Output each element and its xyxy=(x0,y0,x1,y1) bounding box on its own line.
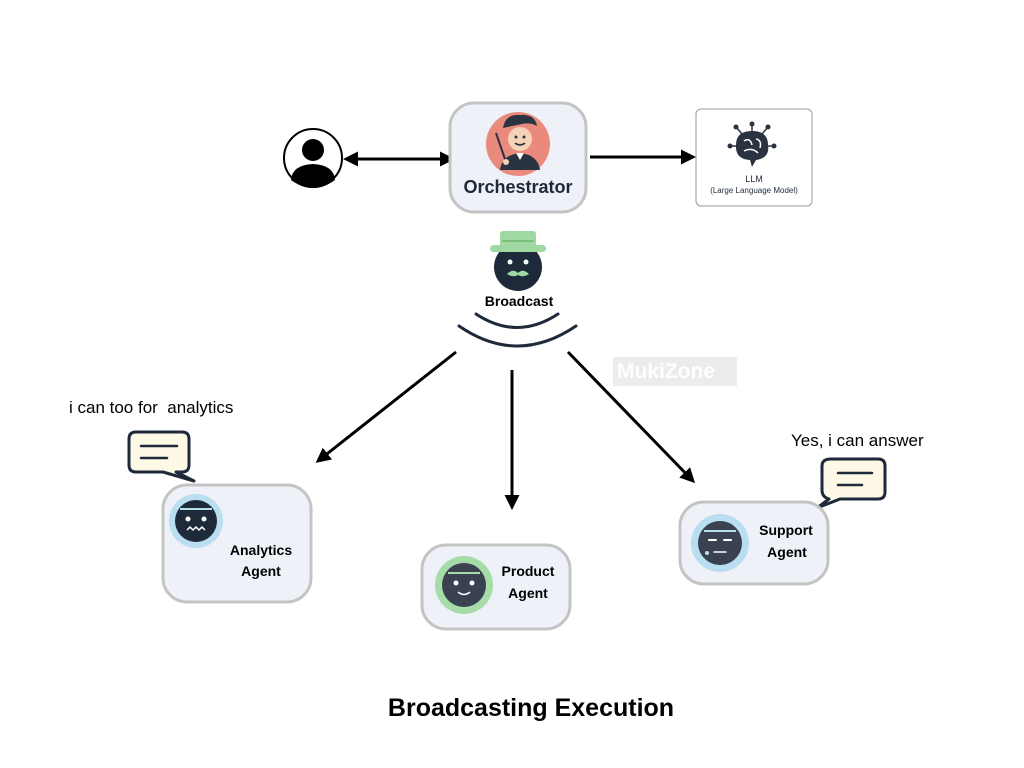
broadcast-label: Broadcast xyxy=(485,293,554,309)
support-robot-icon xyxy=(691,514,749,572)
analytics-agent-label-2: Agent xyxy=(241,563,281,579)
product-agent-node[interactable]: Product Agent xyxy=(420,543,572,631)
support-agent-node[interactable]: Support Agent xyxy=(678,500,830,586)
watermark: MukiZone xyxy=(613,357,737,386)
support-speech-bubble-icon xyxy=(815,457,887,510)
broadcast-analytics-arrow xyxy=(315,350,457,463)
product-agent-label-2: Agent xyxy=(508,585,548,601)
analytics-speech-text: i can too for analytics xyxy=(69,398,233,417)
support-agent-label-1: Support xyxy=(759,522,813,538)
support-speech-text: Yes, i can answer xyxy=(791,431,924,450)
analytics-speech-bubble-icon xyxy=(127,430,196,483)
product-robot-icon xyxy=(435,556,493,614)
llm-subtitle: (Large Language Model) xyxy=(710,186,798,195)
product-agent-label-1: Product xyxy=(502,563,555,579)
orchestrator-label: Orchestrator xyxy=(463,177,572,197)
diagram-title: Broadcasting Execution xyxy=(388,694,674,722)
analytics-robot-icon xyxy=(169,494,223,548)
broadcast-support-arrow xyxy=(566,350,696,484)
llm-title: LLM xyxy=(745,174,763,184)
brain-network-icon xyxy=(727,121,777,167)
support-agent-label-2: Agent xyxy=(767,544,807,560)
analytics-agent-node[interactable]: Analytics Agent xyxy=(161,483,313,604)
orchestrator-node[interactable]: Orchestrator xyxy=(448,101,588,214)
llm-node[interactable]: LLM (Large Language Model) xyxy=(695,108,813,207)
broadcast-node: Broadcast xyxy=(457,231,578,348)
user-icon xyxy=(283,128,343,188)
watermark-text: MukiZone xyxy=(617,360,715,383)
analytics-agent-label-1: Analytics xyxy=(230,542,292,558)
conductor-avatar-icon xyxy=(486,112,550,176)
broadcast-waves-icon xyxy=(457,312,578,348)
hat-mustache-avatar-icon xyxy=(490,231,546,291)
